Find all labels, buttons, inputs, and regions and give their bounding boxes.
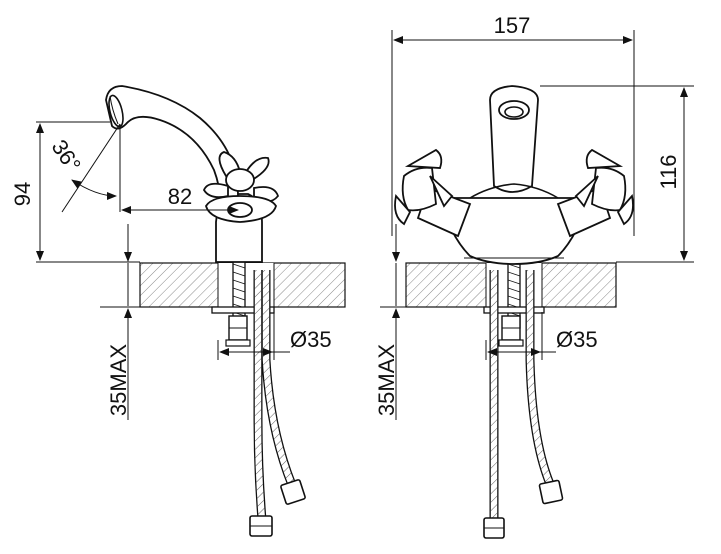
front-faucet-body <box>438 197 590 265</box>
front-handle-right <box>556 148 634 238</box>
dim-front-35max-label: 35MAX <box>374 344 399 416</box>
side-spout <box>105 85 239 202</box>
side-cross-handle <box>202 151 280 223</box>
front-handle-left <box>394 148 472 238</box>
dim-36-label: 36° <box>47 135 86 177</box>
side-washer <box>211 306 275 314</box>
front-view: 157 116 35MAX Ø35 <box>374 13 694 539</box>
side-view: 94 36° 82 35MAX Ø35 <box>10 85 346 537</box>
dim-side-35max-label: 35MAX <box>106 344 131 416</box>
dim-157-label: 157 <box>494 13 531 38</box>
front-hose-fitting-2 <box>538 479 564 505</box>
dim-116-label: 116 <box>656 154 681 189</box>
side-hose-fitting-2 <box>280 479 306 505</box>
dim-side-diameter-label: Ø35 <box>290 327 332 352</box>
dim-82-label: 82 <box>168 184 192 209</box>
dim-front-diameter-label: Ø35 <box>556 327 598 352</box>
dim-36-arc <box>71 179 117 200</box>
dim-94-label: 94 <box>10 182 35 206</box>
front-washer <box>483 306 545 314</box>
